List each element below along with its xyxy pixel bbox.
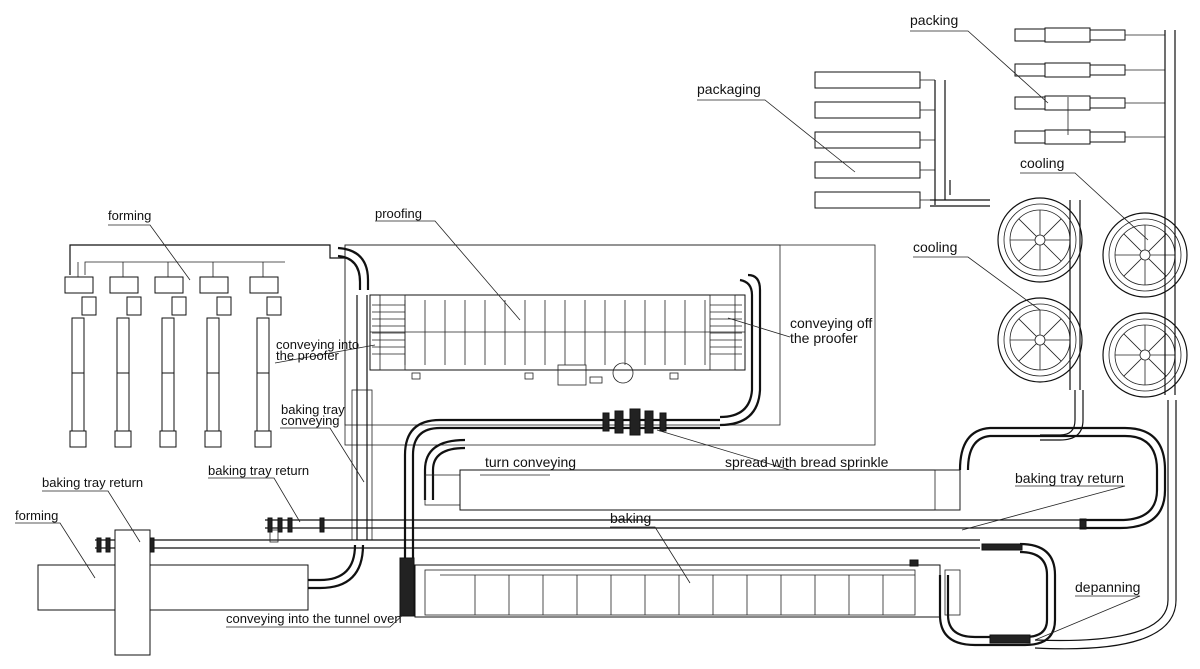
label-depanning: depanning bbox=[1075, 579, 1140, 595]
forming-stations bbox=[64, 244, 345, 448]
forming-station bbox=[249, 262, 282, 448]
packaging-line bbox=[814, 131, 935, 149]
label-cooling-top: cooling bbox=[1020, 155, 1064, 171]
label-conveying-off-proofer-1: conveying off bbox=[790, 315, 872, 331]
right-return-loop bbox=[95, 426, 1167, 553]
label-packing: packing bbox=[910, 12, 958, 28]
packaging-lines bbox=[814, 71, 951, 209]
forming-station bbox=[154, 262, 187, 448]
label-packaging: packaging bbox=[697, 81, 761, 97]
label-forming-top: forming bbox=[108, 208, 151, 223]
packaging-line bbox=[814, 101, 935, 119]
label-conveying-into-tunnel-oven: conveying into the tunnel oven bbox=[226, 611, 402, 626]
packaging-line bbox=[814, 71, 935, 89]
label-forming-bottom: forming bbox=[15, 508, 58, 523]
packing-line bbox=[1014, 27, 1165, 43]
label-conveying-into-proofer-2: the proofer bbox=[276, 348, 340, 363]
label-baking: baking bbox=[610, 510, 651, 526]
label-baking-tray-conveying-2: conveying bbox=[281, 413, 340, 428]
turn-conveying-section bbox=[399, 408, 1065, 617]
label-proofing: proofing bbox=[375, 206, 422, 221]
bottom-forming bbox=[37, 529, 309, 656]
label-conveying-off-proofer-2: the proofer bbox=[790, 330, 858, 346]
leader-lines bbox=[15, 30, 1149, 641]
cooling-spiral bbox=[997, 297, 1083, 383]
packing-line bbox=[1014, 62, 1165, 78]
label-baking-tray-return-right: baking tray return bbox=[1015, 470, 1124, 486]
label-spread-bread-sprinkle: spread with bread sprinkle bbox=[725, 454, 889, 470]
label-baking-tray-return-left: baking tray return bbox=[42, 475, 143, 490]
forming-station bbox=[109, 262, 142, 448]
label-baking-tray-return-mid: baking tray return bbox=[208, 463, 309, 478]
forming-station bbox=[64, 262, 97, 448]
packing-lines bbox=[1014, 27, 1176, 395]
packing-line bbox=[1014, 95, 1165, 111]
cooling-spiral bbox=[997, 197, 1083, 283]
label-baking-tray-conveying-1: baking tray bbox=[281, 402, 345, 417]
label-cooling-mid: cooling bbox=[913, 239, 957, 255]
tunnel-oven bbox=[414, 559, 961, 618]
cooling-spiral bbox=[1102, 212, 1188, 298]
proofer-area bbox=[305, 244, 876, 590]
cooling-towers bbox=[930, 197, 1188, 441]
label-conveying-into-proofer-1: conveying into bbox=[276, 337, 359, 352]
diagram-labels: packing packaging cooling cooling formin… bbox=[15, 12, 1140, 626]
label-turn-conveying: turn conveying bbox=[485, 454, 576, 470]
packing-line bbox=[1014, 129, 1165, 145]
packaging-line bbox=[814, 191, 935, 209]
packaging-line bbox=[814, 161, 935, 179]
depanning-loop bbox=[938, 400, 1177, 650]
forming-station bbox=[199, 262, 232, 448]
